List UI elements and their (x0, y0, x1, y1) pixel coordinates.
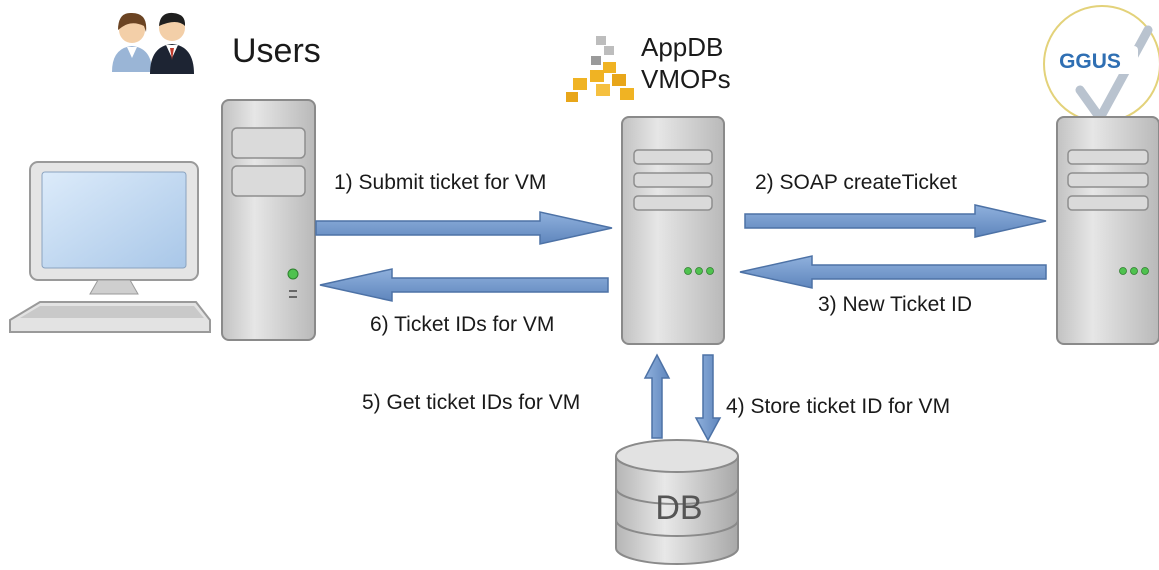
desktop-computer-icon (9, 161, 211, 333)
appdb-logo-icon (566, 36, 634, 102)
label-new-ticket-id: 3) New Ticket ID (818, 293, 973, 316)
label-submit-ticket: 1) Submit ticket for VM (334, 171, 547, 194)
appdb-server-icon (621, 116, 725, 345)
label-store-ticket-id: 4) Store ticket ID for VM (726, 395, 951, 418)
arrow-soap-create-ticket (744, 204, 1047, 238)
appdb-subtitle: VMOPs (641, 64, 731, 94)
arrow-get-ticket-ids (643, 353, 671, 439)
db-label: DB (655, 489, 702, 527)
users-server-icon (221, 99, 316, 341)
label-soap-create-ticket: 2) SOAP createTicket (755, 171, 957, 194)
users-label: Users (232, 32, 321, 70)
database-icon (615, 439, 739, 565)
ggus-server-icon (1056, 116, 1159, 345)
ggus-logo-text: GGUS (1059, 50, 1121, 73)
label-ticket-ids: 6) Ticket IDs for VM (370, 313, 555, 336)
users-icon (112, 12, 194, 74)
appdb-title: AppDB (641, 32, 724, 62)
arrow-submit-ticket (315, 211, 613, 245)
arrow-new-ticket-id (739, 255, 1047, 289)
arrow-store-ticket-id (694, 354, 722, 442)
label-get-ticket-ids: 5) Get ticket IDs for VM (362, 391, 581, 414)
arrow-ticket-ids (319, 268, 609, 302)
